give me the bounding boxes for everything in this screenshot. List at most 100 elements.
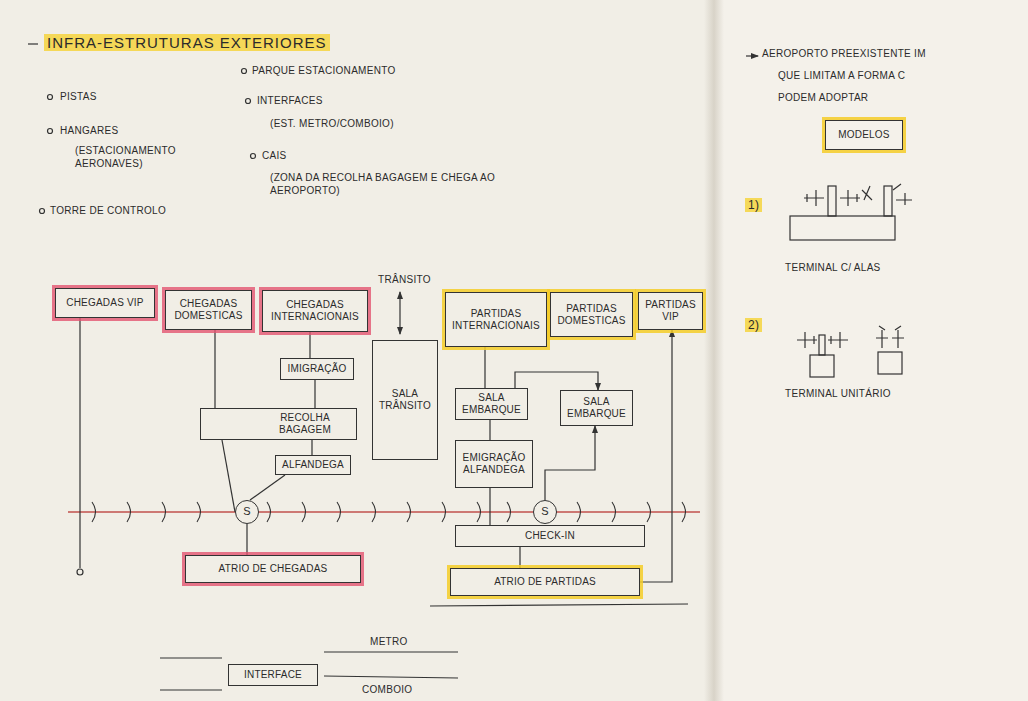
node-text: SALA TRÂNSITO — [378, 388, 432, 412]
label-text: COMBOIO — [362, 684, 412, 695]
note-label: (ESTACIONAMENTO AERONAVES) — [75, 145, 205, 170]
arrivals-box: CHEGADAS DOMESTICAS — [165, 290, 252, 330]
node-text: CHEGADAS VIP — [66, 297, 143, 309]
node-text: CHEGADAS DOMESTICAS — [171, 298, 246, 322]
terminal-sketches — [790, 184, 912, 377]
title-text: INFRA-ESTRUTURAS EXTERIORES — [44, 34, 330, 51]
label-text: PODEM ADOPTAR — [778, 92, 868, 103]
note-label: PISTAS — [60, 91, 97, 104]
note-label: PARQUE ESTACIONAMENTO — [252, 65, 396, 78]
note-label: (EST. METRO/COMBOIO) — [270, 118, 394, 131]
flow-connector — [250, 475, 285, 500]
hall-box: ATRIO DE PARTIDAS — [450, 568, 640, 596]
node-text: S — [243, 505, 251, 518]
node-text: CHEGADAS INTERNACIONAIS — [268, 299, 362, 323]
process-box: IMIGRAÇÃO — [280, 358, 354, 380]
leader-lines — [77, 56, 758, 690]
process-box: ALFANDEGA — [275, 455, 351, 475]
flow-connector — [246, 524, 247, 555]
node-text: SALA EMBARQUE — [566, 396, 627, 420]
right-page — [724, 0, 1028, 701]
label-text: 1) — [745, 198, 762, 212]
node-text: ATRIO DE PARTIDAS — [494, 576, 596, 588]
node-text: MODELOS — [838, 129, 889, 141]
node-text: PARTIDAS INTERNACIONAIS — [451, 308, 541, 332]
flow-connector — [222, 440, 235, 512]
label-text: AEROPORTO PREEXISTENTE IM — [762, 48, 926, 59]
diagram-title: INFRA-ESTRUTURAS EXTERIORES — [44, 34, 330, 53]
node-text: PARTIDAS DOMESTICAS — [556, 303, 627, 327]
left-page — [0, 0, 712, 701]
label-text: (ZONA DA RECOLHA BAGAGEM E CHEGA AO AERO… — [270, 172, 495, 196]
departures-box: PARTIDAS DOMESTICAS — [550, 292, 633, 337]
label-text: TERMINAL UNITÁRIO — [785, 388, 891, 399]
timeline-axis — [68, 502, 700, 522]
hall-box: ATRIO DE CHEGADAS — [185, 555, 361, 583]
note-label: 2) — [745, 318, 762, 333]
process-box: EMIGRAÇÃO ALFANDEGA — [455, 440, 533, 488]
station-circle: S — [533, 500, 557, 524]
note-label: TORRE DE CONTROLO — [50, 205, 166, 218]
arrivals-box: CHEGADAS VIP — [55, 288, 155, 318]
interface-box: INTERFACE — [228, 664, 318, 686]
departures-box: PARTIDAS INTERNACIONAIS — [445, 292, 547, 347]
note-label: 1) — [745, 198, 762, 213]
label-text: CAIS — [262, 150, 287, 161]
process-box: SALA EMBARQUE — [455, 388, 528, 420]
flow-connector — [214, 330, 215, 408]
flow-connector — [311, 440, 312, 455]
flow-connector — [489, 420, 490, 440]
label-text: TERMINAL C/ ALAS — [785, 262, 881, 273]
node-text: S — [541, 505, 549, 518]
note-label: (ZONA DA RECOLHA BAGAGEM E CHEGA AO AERO… — [270, 172, 535, 197]
node-text: CHECK-IN — [525, 530, 575, 542]
arrivals-box: CHEGADAS INTERNACIONAIS — [262, 290, 368, 332]
note-label: CAIS — [262, 150, 287, 163]
node-text: ATRIO DE CHEGADAS — [219, 563, 328, 575]
flow-connector — [519, 547, 520, 568]
flow-connector — [309, 332, 310, 358]
note-label: COMBOIO — [362, 684, 412, 697]
node-text: IMIGRAÇÃO — [287, 363, 346, 375]
label-text: PISTAS — [60, 91, 97, 102]
label-text: (EST. METRO/COMBOIO) — [270, 118, 394, 129]
process-box: CHECK-IN — [455, 525, 645, 547]
note-label: TERMINAL C/ ALAS — [785, 262, 881, 275]
note-label: TRÂNSITO — [378, 274, 431, 287]
label-text: HANGARES — [60, 125, 119, 136]
note-label: AEROPORTO PREEXISTENTE IM — [762, 48, 926, 61]
node-text: INTERFACE — [244, 669, 302, 681]
node-text: PARTIDAS VIP — [644, 299, 697, 323]
note-label: INTERFACES — [257, 95, 323, 108]
flow-connector — [314, 380, 315, 408]
note-label: PODEM ADOPTAR — [778, 92, 868, 105]
label-text: TORRE DE CONTROLO — [50, 205, 166, 216]
station-circle: S — [235, 500, 259, 524]
bullets — [28, 44, 256, 214]
label-text: METRO — [370, 636, 408, 647]
process-box: RECOLHA BAGAGEM — [200, 408, 357, 440]
node-text: SALA EMBARQUE — [461, 392, 522, 416]
flow-connector — [545, 426, 595, 500]
node-text: RECOLHA BAGAGEM — [259, 412, 351, 436]
note-label: TERMINAL UNITÁRIO — [785, 388, 891, 401]
transit-box: SALA TRÂNSITO — [372, 340, 438, 460]
departures-box: PARTIDAS VIP — [638, 292, 703, 330]
note-label: HANGARES — [60, 125, 119, 138]
note-label: QUE LIMITAM A FORMA C — [778, 70, 905, 83]
label-text: PARQUE ESTACIONAMENTO — [252, 65, 396, 76]
node-text: ALFANDEGA — [282, 459, 344, 471]
label-text: (ESTACIONAMENTO AERONAVES) — [75, 145, 176, 169]
process-box: SALA EMBARQUE — [560, 390, 633, 426]
flow-connector — [484, 347, 485, 388]
label-text: INTERFACES — [257, 95, 323, 106]
label-text: QUE LIMITAM A FORMA C — [778, 70, 905, 81]
node-text: EMIGRAÇÃO ALFANDEGA — [461, 452, 527, 476]
label-text: TRÂNSITO — [378, 274, 431, 285]
heading-box: MODELOS — [825, 120, 903, 150]
flow-connector — [489, 488, 490, 525]
label-text: 2) — [745, 318, 762, 332]
gutter — [704, 0, 724, 701]
note-label: METRO — [370, 636, 408, 649]
